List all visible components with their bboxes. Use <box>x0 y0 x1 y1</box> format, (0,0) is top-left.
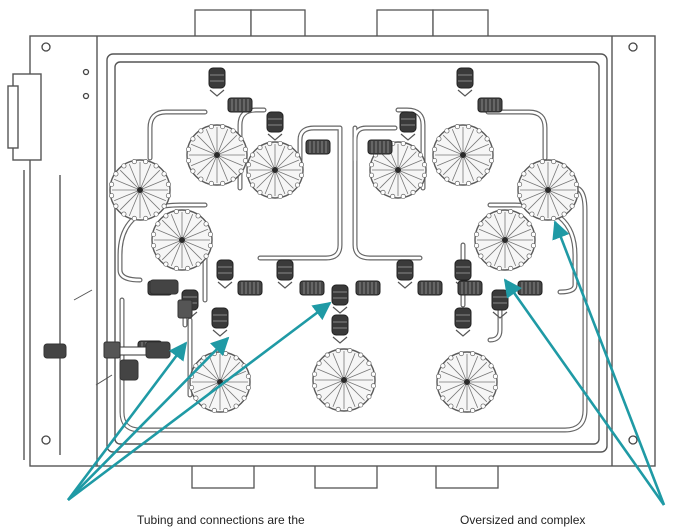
valve-icon <box>454 307 472 337</box>
pump-head-icon <box>186 124 248 186</box>
pump-head-icon <box>474 209 536 271</box>
connector-icon <box>305 139 331 155</box>
pump-head-icon <box>436 351 498 413</box>
connector-icon <box>477 97 503 113</box>
caption-right: Oversized and complex <box>460 513 586 527</box>
top-tabs <box>194 9 489 41</box>
left-fittings <box>43 279 193 381</box>
pump-head-icon <box>368 140 428 200</box>
connector-icon <box>517 280 543 296</box>
valve-icon <box>399 111 417 141</box>
valve-icon <box>456 67 474 97</box>
valve-icon <box>216 259 234 289</box>
connector-icon <box>367 139 393 155</box>
connector-icon <box>355 280 381 296</box>
valve-icon <box>331 314 349 344</box>
valve-icon <box>211 307 229 337</box>
pump-heads <box>109 124 579 413</box>
tube-connectors <box>137 97 543 356</box>
mounting-holes <box>41 42 638 445</box>
connector-icon <box>227 97 253 113</box>
pump-head-icon <box>109 159 171 221</box>
valve-icon <box>266 111 284 141</box>
callout-arrows <box>66 220 666 506</box>
valve-icon <box>276 259 294 289</box>
connector-icon <box>299 280 325 296</box>
valve-icon <box>331 284 349 314</box>
pump-head-icon <box>151 209 213 271</box>
pump-head-icon <box>312 348 376 412</box>
pump-head-icon <box>432 124 494 186</box>
connector-icon <box>417 280 443 296</box>
connector-icon <box>237 280 263 296</box>
valve-icon <box>208 67 226 97</box>
connector-icon <box>457 280 483 296</box>
pump-head-icon <box>517 159 579 221</box>
valve-icon <box>396 259 414 289</box>
pump-head-icon <box>245 140 305 200</box>
caption-left: Tubing and connections are the <box>137 513 305 527</box>
